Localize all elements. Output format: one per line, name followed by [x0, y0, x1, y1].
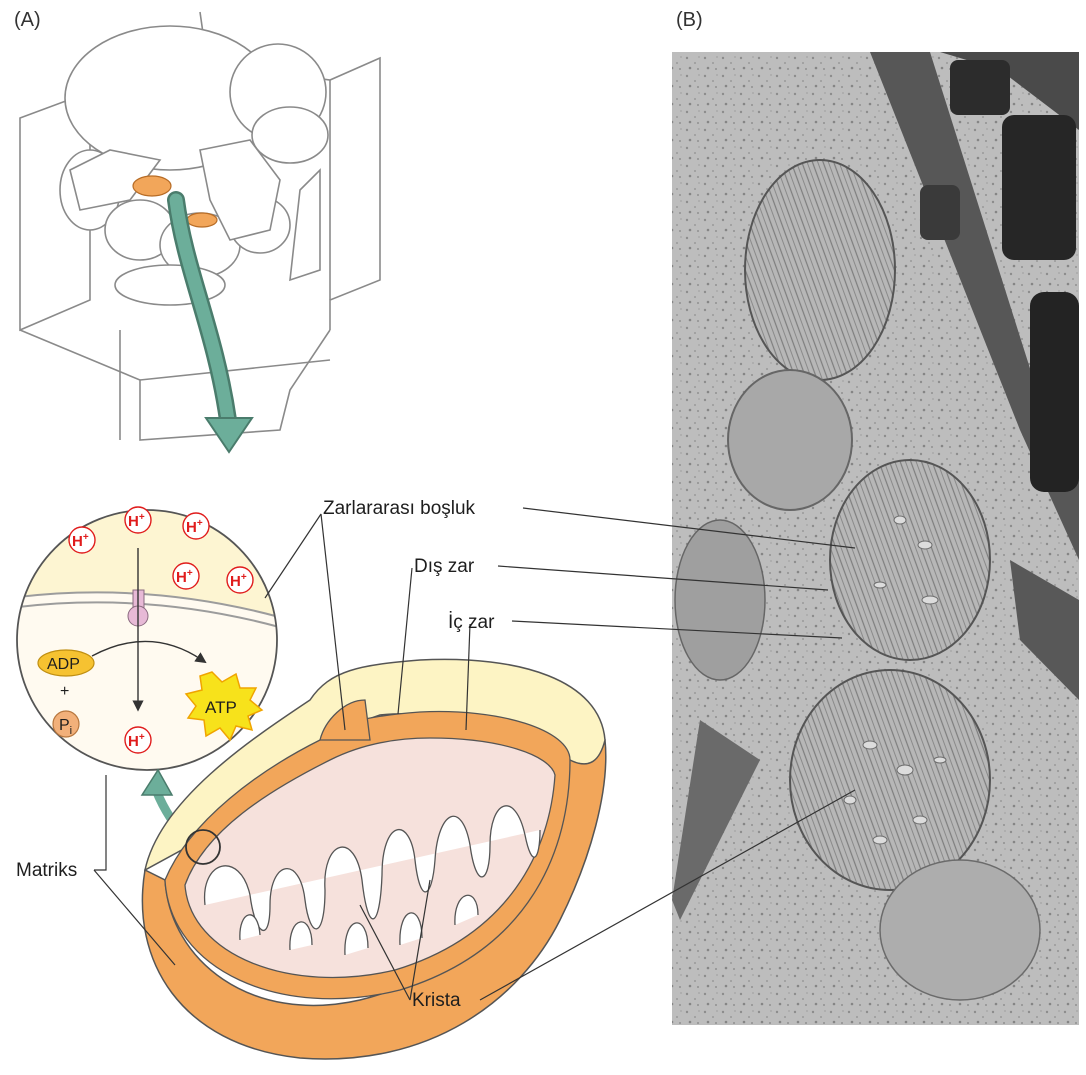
label-crista: Krista — [412, 990, 461, 1011]
h-ion: H+ — [69, 527, 95, 553]
label-outer-membrane: Dış zar — [414, 556, 475, 577]
label-intermembrane-space: Zarlararası boşluk — [323, 498, 476, 519]
electron-micrograph — [672, 52, 1079, 1025]
panel-a-label: (A) — [14, 9, 41, 31]
atp-label: ATP — [205, 698, 237, 717]
label-matrix: Matriks — [16, 860, 77, 881]
h-ion: H+ — [125, 727, 151, 753]
plus-sign: + — [60, 683, 69, 700]
h-ion: H+ — [125, 507, 151, 533]
cell-mitochondrion — [133, 176, 171, 196]
panel-b-label: (B) — [676, 9, 703, 31]
h-ion: H+ — [183, 513, 209, 539]
cell-mitochondrion — [187, 213, 217, 227]
label-inner-membrane: İç zar — [448, 612, 495, 633]
h-ion: H+ — [173, 563, 199, 589]
adp-label: ADP — [47, 656, 80, 673]
h-ion: H+ — [227, 567, 253, 593]
